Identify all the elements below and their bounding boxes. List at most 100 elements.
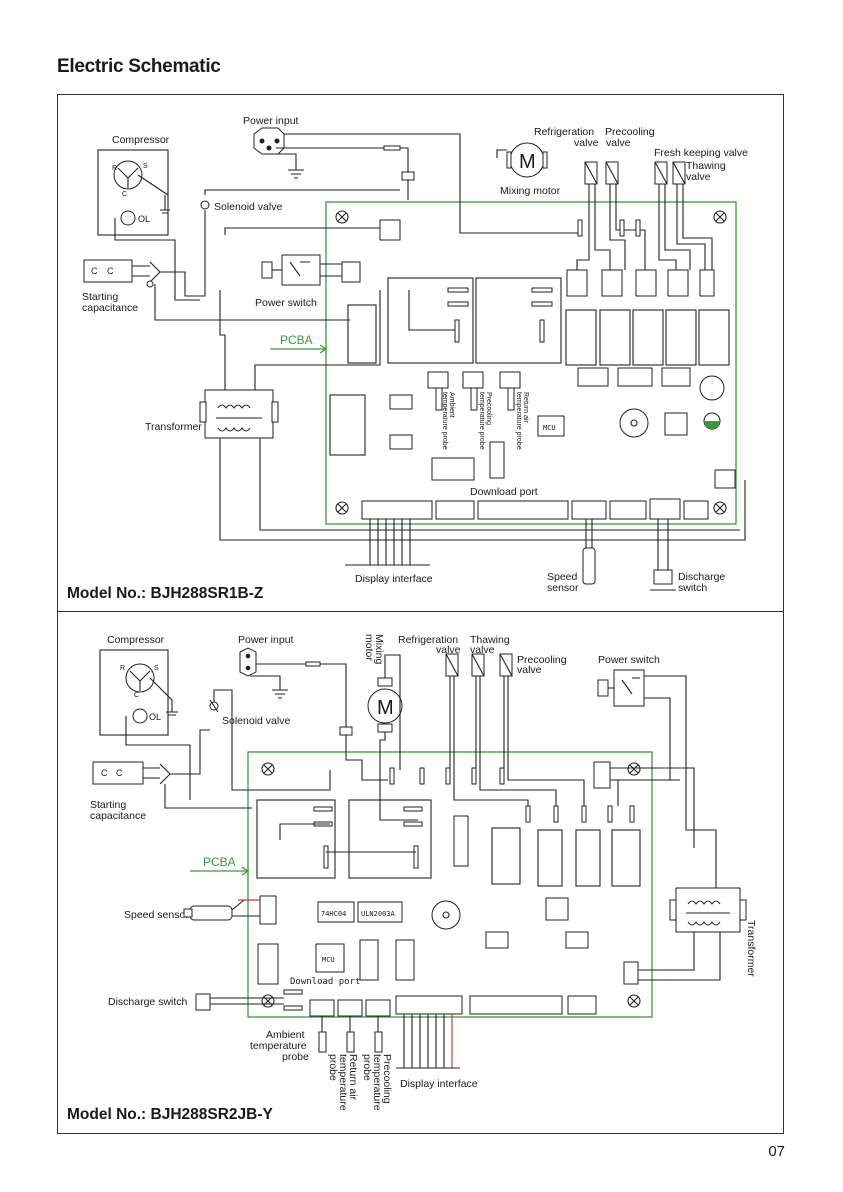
label-solenoid-valve: Solenoid valve	[222, 715, 290, 727]
label-mcu: MCU	[543, 424, 556, 432]
label-sensor: sensor	[547, 582, 579, 594]
label-speed: Speed	[547, 571, 578, 583]
label-mcu: MCU	[322, 956, 335, 964]
connector	[601, 269, 623, 297]
power-switch-icon	[597, 669, 645, 707]
valve-coil-icon	[584, 161, 686, 185]
connector	[635, 269, 657, 297]
chip-uln2003a	[357, 901, 403, 923]
return-air-probe-connector	[337, 999, 363, 1017]
chip	[389, 434, 413, 450]
mixing-motor-icon: M	[506, 142, 548, 178]
page-title: Electric Schematic	[57, 56, 221, 77]
mcu-chip	[537, 415, 565, 437]
speed-sensor-icon	[183, 905, 233, 921]
connector	[593, 761, 611, 789]
label-display-interface: Display interface	[355, 573, 433, 585]
buzzer-icon	[431, 900, 461, 930]
label-precooling: Precooling	[605, 126, 655, 138]
label-precooling-valve: valve	[517, 664, 542, 676]
download-port-connector	[359, 939, 379, 981]
discharge-switch-icon	[650, 569, 676, 591]
label-power-input: Power input	[238, 634, 294, 646]
label-fresh-keeping-valve: Fresh keeping valve	[654, 147, 748, 159]
svg-text:motor: motor	[363, 634, 375, 661]
label-starting: Starting	[82, 291, 118, 303]
label-ambient: Ambient	[266, 1029, 305, 1041]
svg-text:74HC04: 74HC04	[321, 910, 346, 918]
label-transformer: Transformer	[145, 421, 202, 433]
probe-icon	[507, 387, 515, 411]
relay	[475, 277, 562, 364]
svg-text:temperature: temperature	[250, 1040, 307, 1052]
label-discharge-switch: Discharge switch	[108, 996, 188, 1008]
svg-text:temperature: temperature	[337, 1054, 349, 1111]
label-speed-sensor: Speed sensor	[124, 909, 189, 921]
label-refrigeration: Refrigeration	[398, 634, 458, 646]
overload-protector-icon	[132, 708, 148, 724]
power-switch-icon	[261, 254, 321, 286]
svg-text:R: R	[112, 165, 117, 172]
svg-text:OL: OL	[149, 712, 161, 722]
screw-icon	[335, 210, 727, 515]
connector	[699, 269, 715, 297]
svg-text:C: C	[122, 191, 127, 198]
connector	[379, 219, 401, 241]
relay-block	[347, 304, 377, 364]
connector	[427, 371, 449, 389]
chip	[389, 394, 413, 410]
solenoid-valve-icon	[200, 200, 210, 210]
probe-icon	[470, 387, 478, 411]
label-compressor: Compressor	[107, 634, 165, 646]
discharge-switch-connector	[649, 498, 681, 520]
svg-text:M: M	[377, 697, 394, 719]
speed-sensor-icon	[582, 547, 596, 585]
svg-text:C: C	[101, 768, 108, 778]
label-mixing-motor: Mixing	[373, 634, 385, 665]
label-refrigeration-valve: valve	[436, 644, 461, 656]
transformer-icon	[199, 389, 279, 439]
svg-text:ULN2003A: ULN2003A	[361, 910, 396, 918]
label-power-switch: Power switch	[255, 297, 317, 309]
display-interface-connector	[361, 500, 433, 520]
label-switch: switch	[678, 582, 707, 594]
svg-text:C: C	[134, 692, 139, 699]
svg-text:C: C	[107, 266, 114, 276]
schematic-frame	[57, 94, 784, 1134]
label-transformer: Transformer	[745, 920, 757, 977]
label-compressor: Compressor	[112, 134, 170, 146]
label-mixing-motor: Mixing motor	[500, 185, 561, 197]
label-return-air-probe: Return air	[522, 392, 529, 423]
label-starting: Starting	[90, 799, 126, 811]
connector	[341, 261, 361, 283]
compressor-motor-icon	[125, 663, 155, 693]
label-return-air: Return air	[347, 1054, 359, 1101]
probe-icon	[318, 1031, 327, 1053]
bottom-schematic: Compressor R S C OL Power input Solenoid…	[90, 634, 757, 1111]
label-pcba: PCBA	[203, 855, 236, 869]
svg-text:temperature probe: temperature probe	[478, 392, 485, 450]
screw-icon	[261, 762, 641, 1008]
probe-icon	[346, 1031, 355, 1053]
svg-text:temperature probe: temperature probe	[515, 392, 522, 450]
overload-protector-icon	[120, 210, 136, 226]
svg-text:probe: probe	[282, 1051, 309, 1063]
valve-coil-icon	[445, 653, 513, 677]
speed-sensor-connector	[571, 500, 607, 520]
top-schematic: Power input Compressor R S C OL C C S	[82, 115, 748, 594]
ground-icon	[288, 169, 304, 179]
svg-text:C: C	[116, 768, 123, 778]
precooling-probe-connector	[365, 999, 391, 1017]
discharge-switch-icon	[195, 993, 284, 1011]
starting-capacitor-icon: C C	[83, 259, 161, 288]
compressor-box	[99, 649, 169, 736]
chip-74hc04	[317, 901, 355, 923]
transformer-icon	[669, 887, 747, 933]
mixing-motor-icon: M	[367, 677, 403, 733]
relay	[387, 277, 474, 364]
label-capacitance: capacitance	[90, 810, 146, 822]
pcba-board-top	[325, 201, 737, 525]
download-port-connector	[489, 441, 505, 479]
label-precooling: Precooling	[517, 654, 567, 666]
